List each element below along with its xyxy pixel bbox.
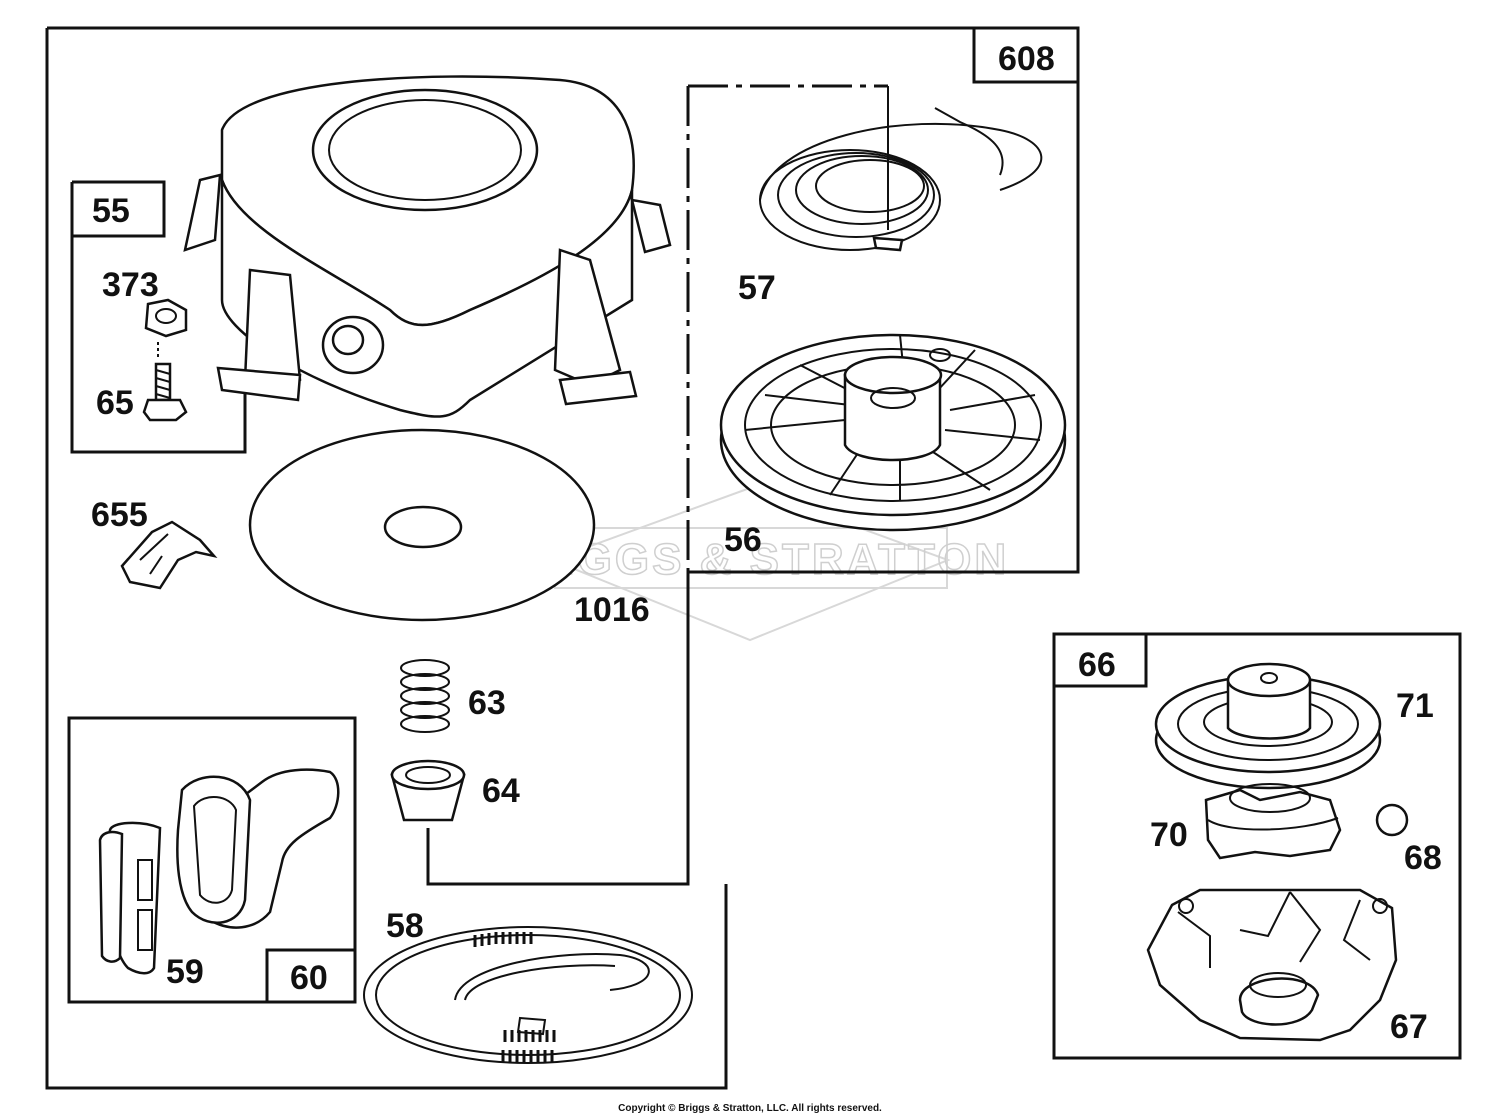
part-59-label: 59 (166, 953, 204, 991)
copyright-text: Copyright © Briggs & Stratton, LLC. All … (618, 1103, 882, 1114)
ball-drawing (1375, 803, 1409, 837)
kit-60-box (67, 716, 357, 1004)
part-70-label: 70 (1150, 816, 1188, 854)
recoil-spring-drawing (759, 107, 1043, 252)
part-56-label: 56 (724, 521, 762, 559)
part-373-label: 373 (102, 266, 159, 304)
part-1016-label: 1016 (574, 591, 650, 629)
part-71-label: 71 (1396, 687, 1434, 725)
kit-66-label: 66 (1078, 646, 1116, 684)
part-58-label: 58 (386, 907, 424, 945)
part-64-label: 64 (482, 772, 520, 810)
kit-55-label: 55 (92, 192, 130, 230)
kit-66-box (1052, 632, 1462, 1060)
ratchet-drawing (1204, 783, 1342, 860)
pulley-drawing (719, 333, 1067, 532)
retainer-drawing (390, 759, 466, 822)
kit-60-label: 60 (290, 959, 328, 997)
part-655-label: 655 (91, 496, 148, 534)
starter-handle-drawing (98, 768, 340, 975)
part-67-label: 67 (1390, 1008, 1428, 1046)
cup-housing-drawing (1146, 888, 1398, 1042)
kit-608-box (972, 26, 1080, 84)
nut-drawing (144, 298, 188, 338)
plate-drawing (248, 428, 596, 622)
part-65-label: 65 (96, 384, 134, 422)
kit-608-label: 608 (998, 40, 1055, 78)
spring-drawing (400, 659, 450, 733)
part-68-label: 68 (1404, 839, 1442, 877)
starter-cup-pulley-drawing (1154, 662, 1382, 790)
part-57-label: 57 (738, 269, 776, 307)
screw-drawing (142, 362, 188, 422)
kit-55-box (70, 182, 247, 454)
part-63-label: 63 (468, 684, 506, 722)
starter-rope-drawing (363, 926, 693, 1064)
blower-housing-drawing (183, 75, 672, 418)
clip-drawing (120, 520, 218, 590)
